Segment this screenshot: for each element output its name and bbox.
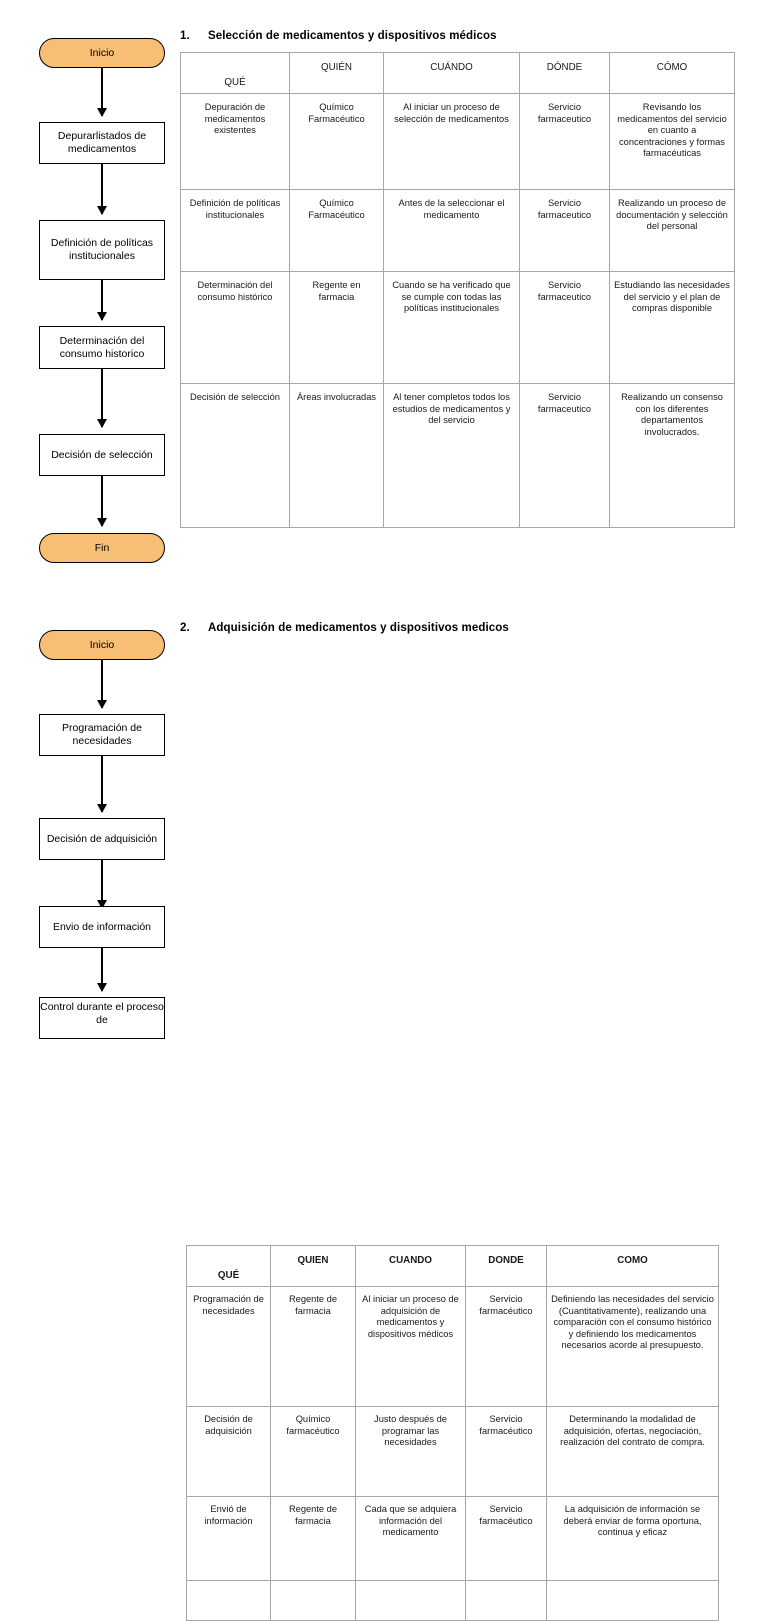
- table-row: Envió de información Regente de farmacia…: [186, 1496, 719, 1582]
- cell-como: Revisando los medicamentos del servicio …: [609, 93, 735, 191]
- cell-como: Realizando un consenso con los diferente…: [609, 383, 735, 529]
- col-header-que: QUÉ: [180, 51, 290, 95]
- cell-cuando: Cuando se ha verificado que se cumple co…: [383, 271, 520, 385]
- table-header-row: QUÉ QUIÉN CUÁNDO DÓNDE CÓMO: [180, 51, 735, 95]
- cell-donde: Servicio farmaceutico: [519, 189, 610, 273]
- flow-step-node-3: Envio de información: [39, 906, 165, 948]
- col-header-donde: DÓNDE: [519, 51, 610, 95]
- flow-arrow-2: [97, 756, 106, 813]
- flow-step-node-2: Decisión de adquisición: [39, 818, 165, 860]
- col-header-como: CÓMO: [609, 51, 735, 95]
- cell-donde: Servicio farmacéutico: [465, 1406, 547, 1498]
- cell-donde: Servicio farmacéutico: [465, 1496, 547, 1582]
- flow-step-node-2: Definición de políticas institucionales: [39, 220, 165, 280]
- flow-start-node: Inicio: [39, 630, 165, 660]
- cell-quien: Regente en farmacia: [289, 271, 384, 385]
- cell-que: Envió de información: [186, 1496, 271, 1582]
- flow-arrow-3: [97, 280, 106, 321]
- section-1-number: 1.: [180, 30, 190, 42]
- cell-donde: Servicio farmaceutico: [519, 383, 610, 529]
- section-2-heading: 2. Adquisición de medicamentos y disposi…: [180, 622, 509, 634]
- table-row: Determinación del consumo histórico Rege…: [180, 271, 735, 385]
- flow-start-node: Inicio: [39, 38, 165, 68]
- matrix-table-adquisicion: QUÉ QUIEN CUANDO DONDE COMO Programación…: [186, 1244, 719, 1621]
- col-header-quien: QUIÉN: [289, 51, 384, 95]
- cell-que: Programación de necesidades: [186, 1286, 271, 1408]
- flow-end-node: Fin: [39, 533, 165, 563]
- flow-step-node-4: Control durante el proceso de: [39, 997, 165, 1039]
- cell-cuando: [355, 1580, 466, 1621]
- cell-cuando: Antes de la seleccionar el medicamento: [383, 189, 520, 273]
- section-1-heading: 1. Selección de medicamentos y dispositi…: [180, 30, 497, 42]
- flow-step-node-4: Decisión de selección: [39, 434, 165, 476]
- col-header-donde: DONDE: [465, 1244, 547, 1288]
- table-row: [186, 1580, 719, 1621]
- col-header-cuando: CUANDO: [355, 1244, 466, 1288]
- cell-quien: Regente de farmacia: [270, 1286, 356, 1408]
- cell-quien: Químico Farmacéutico: [289, 189, 384, 273]
- cell-que: Depuración de medicamentos existentes: [180, 93, 290, 191]
- section-2-title: Adquisición de medicamentos y dispositiv…: [208, 622, 509, 634]
- cell-quien: Áreas involucradas: [289, 383, 384, 529]
- cell-quien: Regente de farmacia: [270, 1496, 356, 1582]
- flow-arrow-3: [97, 860, 106, 909]
- cell-como: Definiendo las necesidades del servicio …: [546, 1286, 719, 1408]
- cell-quien: Químico Farmacéutico: [289, 93, 384, 191]
- cell-como: Realizando un proceso de documentación y…: [609, 189, 735, 273]
- cell-que: Decisión de adquisición: [186, 1406, 271, 1498]
- cell-quien: Químico farmacéutico: [270, 1406, 356, 1498]
- flow-arrow-5: [97, 476, 106, 527]
- table-row: Depuración de medicamentos existentes Qu…: [180, 93, 735, 191]
- section-1-title: Selección de medicamentos y dispositivos…: [208, 30, 497, 42]
- flow-step-node-1: Depurarlistados de medicamentos: [39, 122, 165, 164]
- matrix-table-seleccion: QUÉ QUIÉN CUÁNDO DÓNDE CÓMO Depuración d…: [180, 51, 735, 529]
- cell-cuando: Al iniciar un proceso de selección de me…: [383, 93, 520, 191]
- col-header-que: QUÉ: [186, 1244, 271, 1288]
- cell-que: Determinación del consumo histórico: [180, 271, 290, 385]
- cell-como: Determinando la modalidad de adquisición…: [546, 1406, 719, 1498]
- col-header-como: COMO: [546, 1244, 719, 1288]
- cell-cuando: Al tener completos todos los estudios de…: [383, 383, 520, 529]
- cell-donde: Servicio farmaceutico: [519, 93, 610, 191]
- col-header-quien: QUIEN: [270, 1244, 356, 1288]
- section-2-number: 2.: [180, 622, 190, 634]
- table-row: Decisión de selección Áreas involucradas…: [180, 383, 735, 529]
- flow-arrow-4: [97, 948, 106, 992]
- flow-arrow-4: [97, 369, 106, 428]
- table-header-row: QUÉ QUIEN CUANDO DONDE COMO: [186, 1244, 719, 1288]
- flow-arrow-2: [97, 164, 106, 215]
- cell-donde: Servicio farmaceutico: [519, 271, 610, 385]
- cell-cuando: Al iniciar un proceso de adquisición de …: [355, 1286, 466, 1408]
- flow-step-node-1: Programación de necesidades: [39, 714, 165, 756]
- table-row: Decisión de adquisición Químico farmacéu…: [186, 1406, 719, 1498]
- cell-que: Definición de políticas institucionales: [180, 189, 290, 273]
- cell-quien: [270, 1580, 356, 1621]
- table-row: Definición de políticas institucionales …: [180, 189, 735, 273]
- cell-como: Estudiando las necesidades del servicio …: [609, 271, 735, 385]
- flow-step-node-3: Determinación del consumo historico: [39, 326, 165, 369]
- col-header-cuando: CUÁNDO: [383, 51, 520, 95]
- cell-como: La adquisición de información se deberá …: [546, 1496, 719, 1582]
- table-row: Programación de necesidades Regente de f…: [186, 1286, 719, 1408]
- cell-que: [186, 1580, 271, 1621]
- cell-como: [546, 1580, 719, 1621]
- document-page: Inicio Depurarlistados de medicamentos D…: [39, 30, 735, 1621]
- flow-arrow-1: [97, 660, 106, 709]
- cell-cuando: Cada que se adquiera información del med…: [355, 1496, 466, 1582]
- cell-cuando: Justo después de programar las necesidad…: [355, 1406, 466, 1498]
- cell-donde: [465, 1580, 547, 1621]
- cell-que: Decisión de selección: [180, 383, 290, 529]
- flow-arrow-1: [97, 68, 106, 117]
- cell-donde: Servicio farmacéutico: [465, 1286, 547, 1408]
